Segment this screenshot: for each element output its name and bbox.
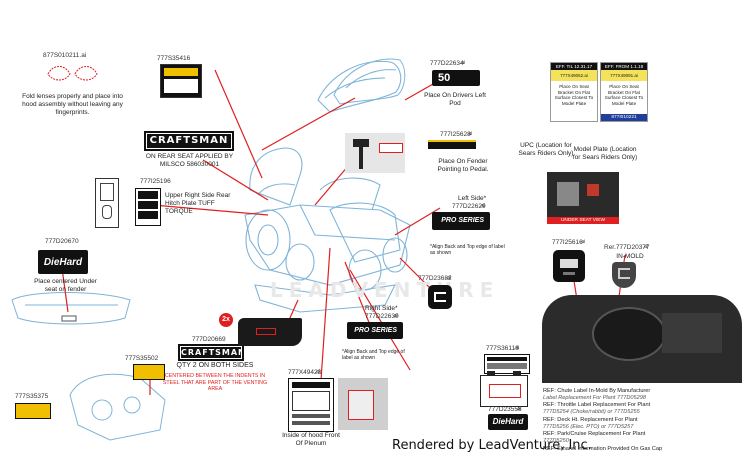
- hood-inside-part-suffix: .ai: [315, 369, 321, 375]
- render-credit: Rendered by LeadVenture, Inc.: [392, 438, 592, 453]
- right-side-title: Right Side*: [365, 305, 398, 312]
- craftsman-seat-note: ON REAR SEAT APPLIED BY MILSCO 586030001: [145, 153, 234, 169]
- lens-note: Fold lenses properly and place into hood…: [22, 93, 123, 117]
- battery-diehard-part-suffix: .ai: [516, 406, 522, 412]
- gauge-part-suffix: .ai: [580, 239, 586, 245]
- quantity-bubble: 2x: [219, 313, 233, 327]
- battery-warning-decal: [484, 354, 530, 374]
- hood-pod-part-suffix: .ai: [460, 60, 466, 66]
- left-side-title: Left Side*: [458, 195, 487, 202]
- lens-icon: [45, 62, 100, 86]
- hood-pod-note: Place On Drivers Left Pod: [424, 92, 486, 108]
- hour-meter-icon: [553, 250, 585, 282]
- right-side-part-suffix: .ai: [393, 313, 399, 319]
- in-mold-emblem-icon: [612, 262, 636, 288]
- eff-right-label: EFF. FROM 1.1.18 777X49091.ai Place On S…: [600, 62, 648, 122]
- model-plate-note: Model Plate (Location for Sears Riders O…: [572, 146, 638, 162]
- decal-35375-part-number: 777S35375: [15, 393, 49, 400]
- craftsman-sides-part-number: 777D20669: [192, 336, 226, 343]
- eff-left-code: 777X49052.ai: [551, 70, 597, 81]
- decal-35502-image: [133, 364, 165, 380]
- leader-lines: [61, 69, 626, 396]
- left-side-note: *Align Back and Top edge of label as sho…: [430, 244, 505, 257]
- fender-pedal-decal: [428, 140, 476, 149]
- in-mold-part-number: Rer.777D20377: [604, 244, 650, 251]
- dashboard-photo: [542, 295, 742, 383]
- emblem-part-number: 777D23682: [418, 275, 452, 282]
- left-side-badge: PRO SERIES: [432, 212, 490, 230]
- battery-part-suffix: .ai: [514, 345, 520, 351]
- battery-diehard-part-number: 777D23558: [488, 406, 522, 413]
- fender-pedal-note: Place On Fender Pointing to Pedal.: [437, 158, 489, 174]
- right-side-part-number: 777D22630: [365, 313, 399, 320]
- left-side-part-number: 777D22629: [452, 203, 486, 210]
- right-side-badge: PRO SERIES: [347, 322, 403, 339]
- decal-35502-part-number: 777S35502: [125, 355, 159, 362]
- eff-left-label: EFF. TIL 12.31.17 777X49052.ai Place On …: [550, 62, 598, 122]
- in-mold-note: IN-MOLD: [616, 253, 644, 260]
- hood-pod-illustration: [333, 58, 406, 105]
- under-seat-caption: UNDER SEAT VIEW: [547, 217, 619, 224]
- hood-inside-decal: [288, 378, 334, 432]
- diehard-fender-note: Place centered Under seat on fender: [34, 278, 97, 294]
- fender-illustration: [11, 292, 131, 325]
- deck-illustration: [69, 373, 166, 441]
- decal-35416-image: [160, 64, 202, 98]
- eff-right-header: EFF. FROM 1.1.18: [601, 63, 647, 70]
- ref-note: REF: Throttle Label Replacement For Plan…: [543, 402, 651, 416]
- diehard-fender-logo: DieHard: [38, 250, 88, 274]
- in-mold-part-suffix: .ai: [643, 244, 649, 250]
- hood-inside-photo: [338, 378, 388, 430]
- hitch-plate-icon: [95, 178, 119, 228]
- craftsman-sides-note: QTY 2 ON BOTH SIDES: [176, 362, 254, 369]
- tractor-illustration: [244, 60, 411, 313]
- hood-pod-part-number: 777D22634: [430, 60, 464, 67]
- eff-right-note: Place On Seat Bracket On Flat Surface Cl…: [604, 84, 644, 107]
- right-side-note: *Align Back and Top edge of label as sho…: [342, 349, 405, 362]
- battery-diehard-logo: DieHard: [488, 414, 528, 430]
- decal-35416-part-number: 777S35416: [157, 55, 191, 62]
- craftsman-sides-logo: CRAFTSMAN: [178, 344, 246, 361]
- lens-part-number: 877S010211.ai: [43, 52, 87, 59]
- hood-inside-part-number: 777X49423: [288, 369, 322, 376]
- upc-note: UPC (Location for Sears Riders Only): [518, 142, 574, 158]
- hitch-note: Upper Right Side Rear Hitch Plate TUFF T…: [165, 192, 231, 216]
- reference-notes: REF: Chute Label In-Mold By Manufacturer…: [543, 388, 662, 452]
- hitch-part-number: 777I25196: [140, 178, 171, 185]
- fender-pedal-part-suffix: .ai: [467, 131, 473, 137]
- eff-right-footer: 877I010221: [601, 114, 647, 121]
- craftsman-seat-logo: CRAFTSMAN: [144, 131, 234, 151]
- hood-pod-badge: 50: [432, 70, 480, 86]
- emblem-icon: [428, 285, 452, 309]
- eff-left-note: Place On Seat Bracket On Flat Surface Cl…: [554, 84, 594, 107]
- emblem-part-suffix: .ai: [446, 275, 452, 281]
- hood-inside-note: Inside of hood Front Of Plenum: [282, 432, 340, 448]
- hitch-warning-decal: [135, 188, 161, 226]
- craftsman-sides-warning: CENTERED BETWEEN THE INDENTS IN STEEL TH…: [162, 373, 268, 393]
- fender-pedal-part-number: 777I25628: [440, 131, 471, 138]
- diehard-fender-part-number: 777D20670: [45, 238, 79, 245]
- eff-left-header: EFF. TIL 12.31.17: [551, 63, 597, 70]
- under-seat-photo: UNDER SEAT VIEW: [547, 172, 619, 224]
- fender-pedal-photo: [345, 133, 405, 173]
- ref-note: REF: Chute Label In-Mold By Manufacturer…: [543, 388, 651, 401]
- eff-right-code: 777X49091.ai: [601, 70, 647, 81]
- ref-note: REF: Ethanol Information Provided On Gas…: [543, 445, 663, 452]
- side-panel-grille: [238, 318, 302, 346]
- watermark: LEADVENTURE: [270, 278, 500, 302]
- decal-35375-image: [15, 403, 51, 419]
- gauge-part-number: 777I25616: [552, 239, 583, 246]
- battery-icon: [480, 371, 528, 407]
- left-side-part-suffix: .ai: [480, 203, 486, 209]
- battery-part-number: 777S36116: [486, 345, 519, 352]
